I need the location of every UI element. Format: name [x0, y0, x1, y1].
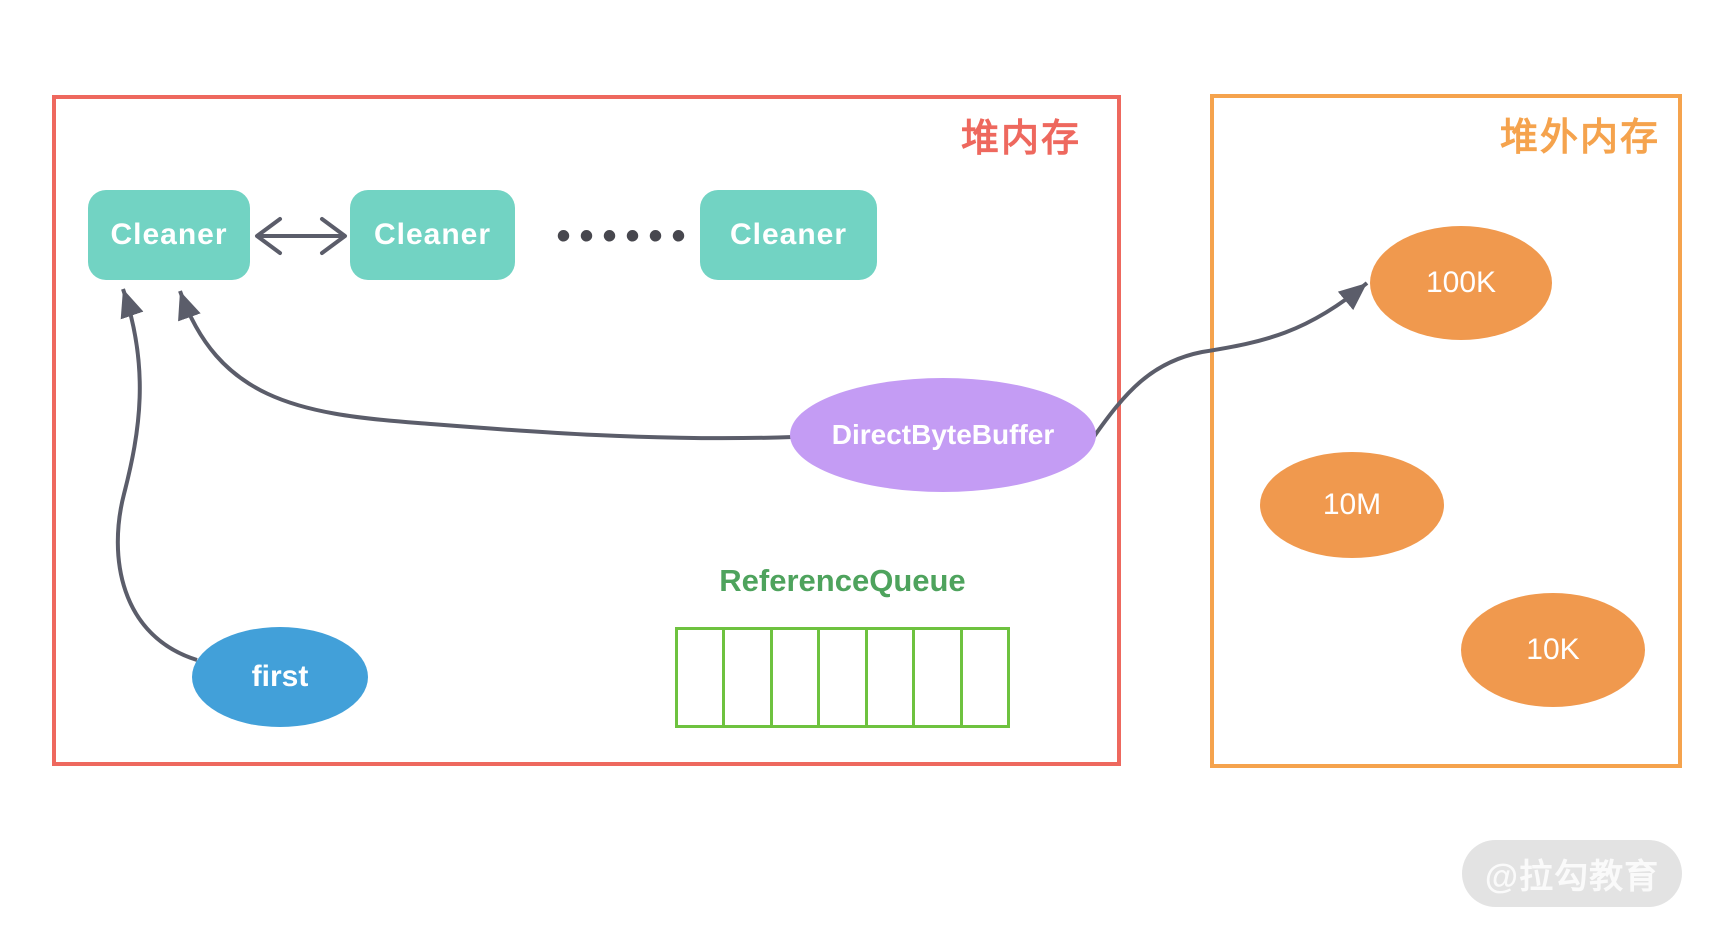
ellipsis-dots: ••••••: [556, 213, 695, 258]
first-node: first: [192, 627, 368, 727]
first-node-label: first: [251, 660, 309, 693]
heap-memory-label: 堆内存: [960, 118, 1081, 160]
cleaner-node-2: Cleaner: [350, 190, 515, 280]
reference-queue-cell: [725, 630, 773, 725]
reference-queue-cell: [773, 630, 821, 725]
cleaner-node-2-label: Cleaner: [373, 218, 492, 251]
cleaner-node-1: Cleaner: [88, 190, 250, 280]
reference-queue-cell: [963, 630, 1007, 725]
cleaner-node-3-label: Cleaner: [729, 218, 848, 251]
directbytebuffer-label: DirectByteBuffer: [831, 419, 1055, 450]
watermark-badge: @拉勾教育: [1462, 840, 1682, 907]
watermark-text: @拉勾教育: [1484, 858, 1660, 896]
offheap-block-10k-label: 10K: [1526, 633, 1580, 666]
offheap-block-10m-label: 10M: [1322, 488, 1382, 521]
offheap-block-100k: 100K: [1370, 226, 1552, 340]
offheap-block-10m: 10M: [1260, 452, 1444, 558]
offheap-block-100k-label: 100K: [1425, 266, 1497, 299]
reference-queue-cell: [868, 630, 916, 725]
directbytebuffer-node: DirectByteBuffer: [790, 378, 1096, 492]
offheap-block-10k: 10K: [1461, 593, 1645, 707]
cleaner-node-1-label: Cleaner: [110, 218, 228, 251]
reference-queue-cell: [678, 630, 726, 725]
reference-queue-cells: [675, 627, 1010, 728]
offheap-memory-label: 堆外内存: [1499, 117, 1660, 159]
reference-queue-cell: [915, 630, 963, 725]
cleaner-node-3: Cleaner: [700, 190, 877, 280]
reference-queue-cell: [820, 630, 868, 725]
reference-queue-title: ReferenceQueue: [719, 563, 966, 598]
